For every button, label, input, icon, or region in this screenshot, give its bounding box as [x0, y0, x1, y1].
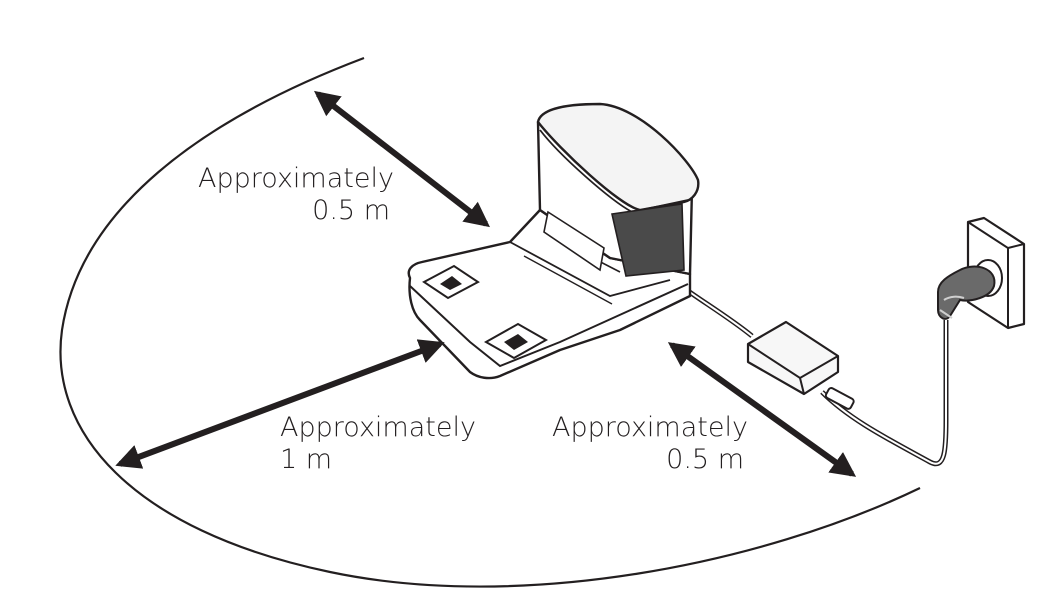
front-clearance-line2: 1 m [280, 444, 333, 475]
front-clearance-line1: Approximately [280, 412, 476, 443]
double-arrow-icon [115, 339, 445, 469]
contact-pad-left [422, 264, 480, 300]
charging-station-icon [407, 102, 700, 380]
plug-icon [937, 265, 996, 320]
clearance-boundary [59, 56, 921, 588]
back-clearance-line1: Approximately [198, 163, 394, 194]
power-adapter-icon [746, 320, 840, 396]
side-clearance-label: Approximately 0.5 m [552, 412, 748, 476]
back-clearance-label: Approximately 0.5 m [198, 163, 394, 227]
back-clearance-line2: 0.5 m [312, 195, 390, 226]
front-clearance-label: Approximately 1 m [280, 412, 476, 476]
contact-pad-right [483, 322, 549, 360]
side-clearance-line2: 0.5 m [666, 444, 744, 475]
double-arrow-icon [314, 90, 490, 228]
side-clearance-line1: Approximately [552, 412, 748, 443]
double-arrow-icon [667, 342, 857, 477]
